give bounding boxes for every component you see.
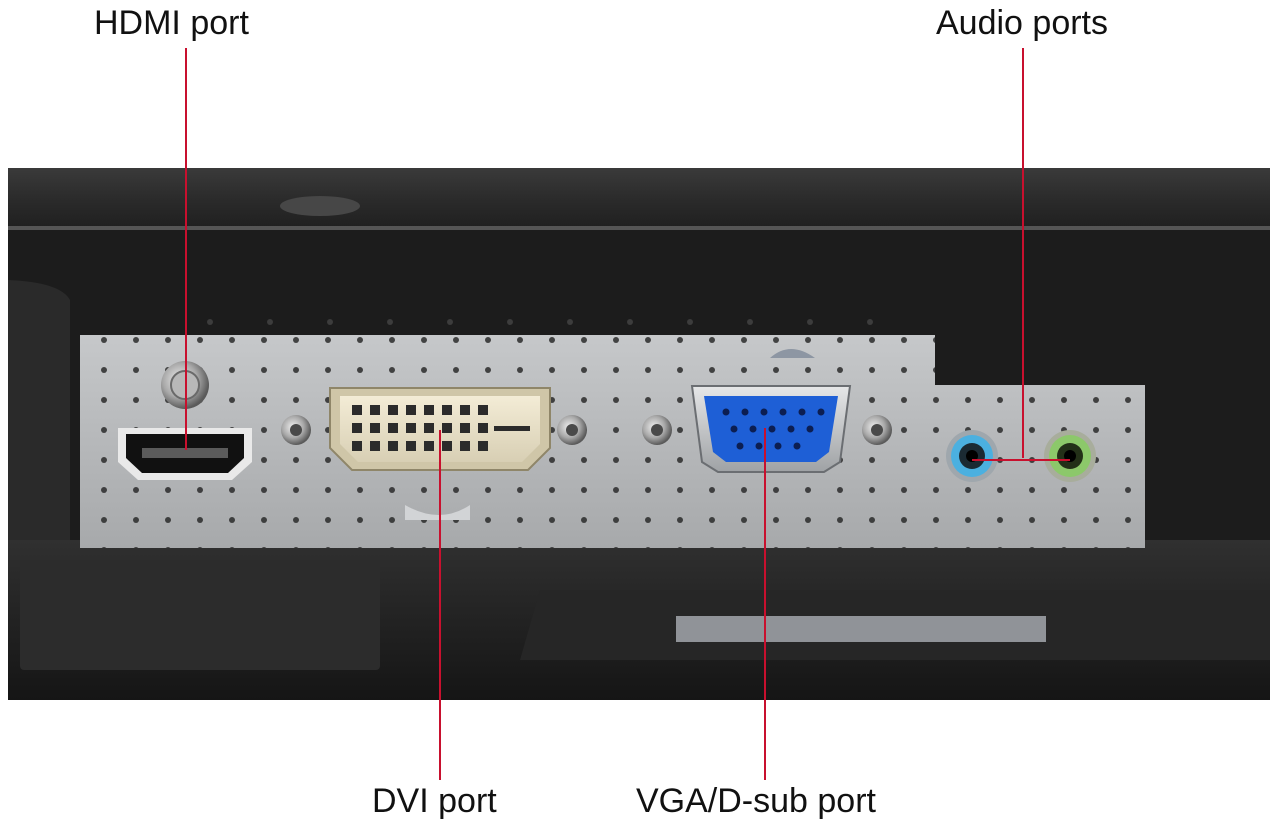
audio-out-port (1044, 430, 1096, 482)
hdmi-port (118, 428, 252, 480)
callout-lines (185, 48, 1070, 780)
hdmi-port-label: HDMI port (94, 4, 249, 42)
dvi-port-label: DVI port (372, 782, 497, 820)
rear-sticker (20, 560, 1270, 670)
audio-ports-label: Audio ports (936, 4, 1108, 42)
vga-port-label: VGA/D-sub port (636, 782, 876, 820)
audio-in-port (946, 430, 998, 482)
dvi-port (281, 387, 587, 471)
vga-port (642, 385, 892, 473)
